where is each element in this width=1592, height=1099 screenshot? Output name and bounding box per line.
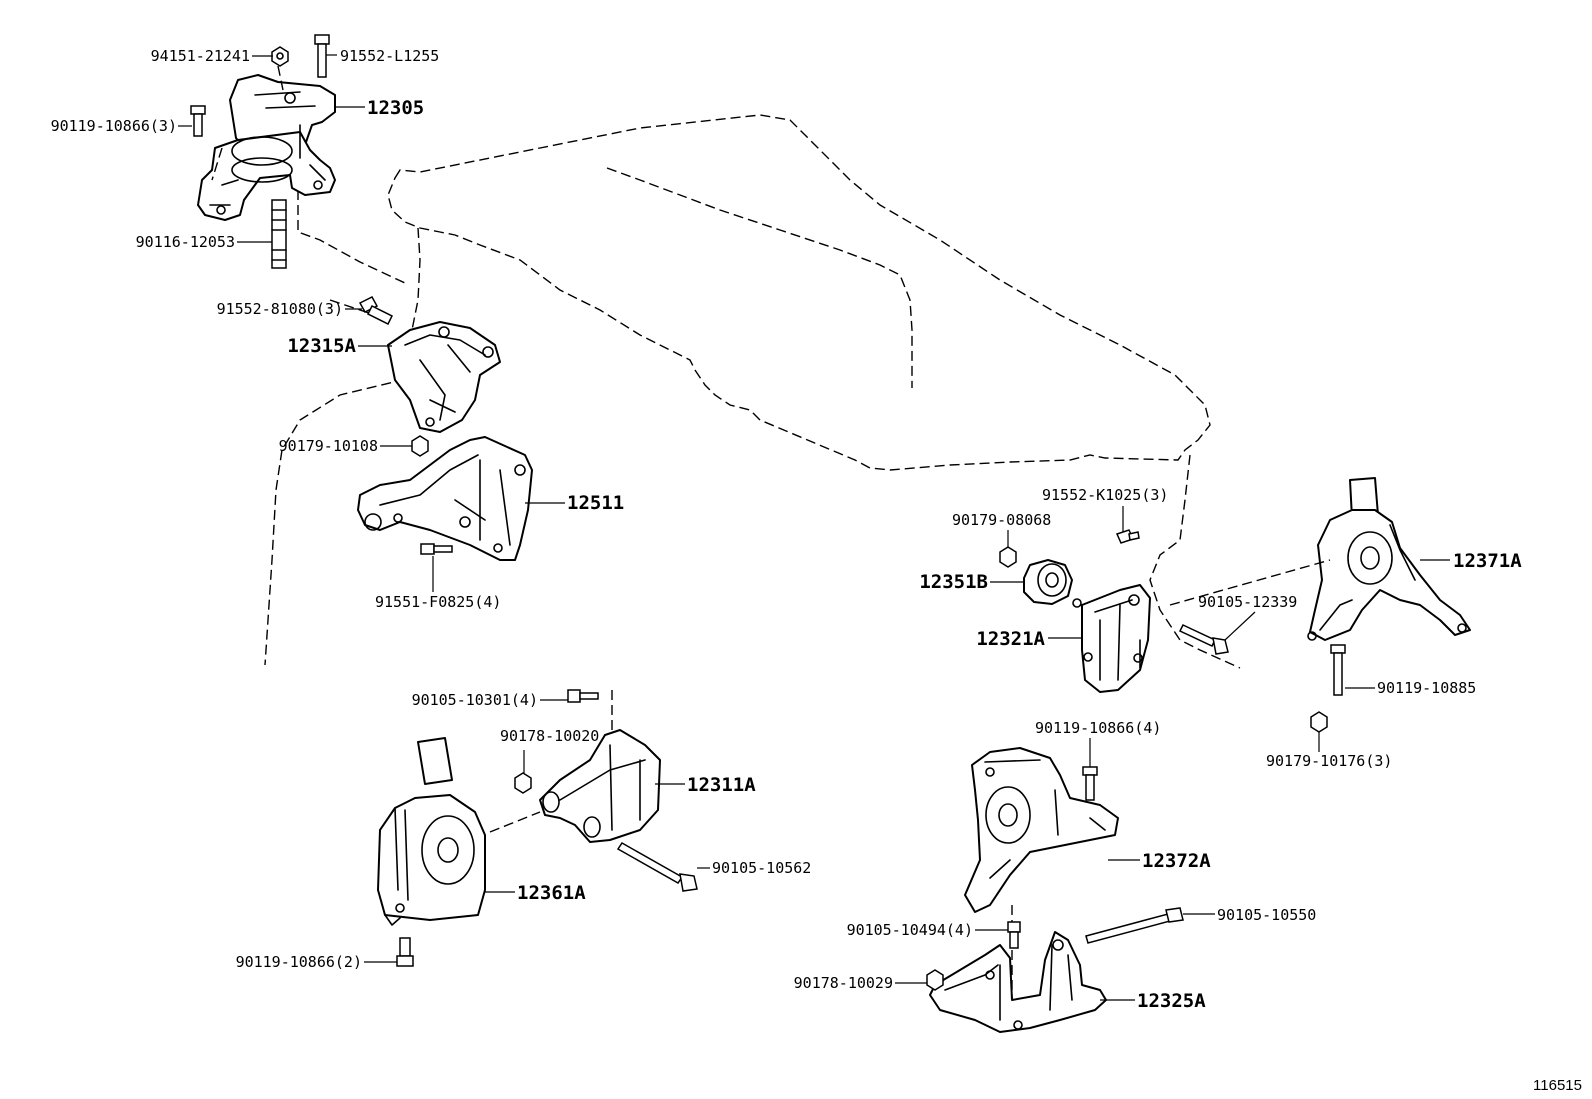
bolt-90119-10866-2: [396, 937, 414, 967]
label-90119-10866-4: 90119-10866(4): [1035, 719, 1161, 737]
bolt-91552-L1255: [314, 34, 330, 78]
label-90105-10494-4: 90105-10494(4): [847, 921, 973, 939]
label-90119-10885: 90119-10885: [1377, 679, 1476, 697]
label-90105-10301-4: 90105-10301(4): [412, 691, 538, 709]
part-12315A-bracket: [387, 321, 501, 433]
nut-94151-21241: [271, 46, 289, 67]
bolt-90105-10550: [1085, 907, 1184, 944]
label-91552-L1255: 91552-L1255: [340, 47, 439, 65]
bolt-91552-K1025-3: [1115, 529, 1140, 544]
labels: 94151-21241 91552-L1255 90119-10866(3) 1…: [51, 47, 1582, 1094]
label-12311A: 12311A: [687, 774, 756, 796]
part-12305-upper-mount: [197, 65, 336, 221]
bolt-90119-10866-3: [190, 105, 206, 137]
label-90119-10866-2: 90119-10866(2): [236, 953, 362, 971]
label-90178-10029: 90178-10029: [794, 974, 893, 992]
nut-90179-10108: [411, 435, 429, 457]
label-12321A: 12321A: [976, 628, 1045, 650]
label-12372A: 12372A: [1142, 850, 1211, 872]
part-12361A-mount: [377, 737, 541, 926]
stud-90116-12053: [271, 199, 287, 269]
label-90105-10562: 90105-10562: [712, 859, 811, 877]
bolt-90105-10562: [616, 842, 698, 892]
label-12315A: 12315A: [287, 335, 356, 357]
label-90105-12339: 90105-12339: [1198, 593, 1297, 611]
label-12305: 12305: [367, 97, 424, 119]
bolt-90105-10494-4: [1007, 921, 1021, 949]
label-90116-12053: 90116-12053: [136, 233, 235, 251]
nut-90178-10029: [926, 969, 944, 991]
bolt-90105-12339: [1178, 624, 1229, 655]
label-12511: 12511: [567, 492, 624, 514]
label-12371A: 12371A: [1453, 550, 1522, 572]
bolt-91552-81080-3: [358, 296, 394, 326]
label-12325A: 12325A: [1137, 990, 1206, 1012]
label-90179-10176-3: 90179-10176(3): [1266, 752, 1392, 770]
label-90179-10108: 90179-10108: [279, 437, 378, 455]
bolt-90119-10866-4: [1082, 766, 1098, 801]
label-91551-F0825-4: 91551-F0825(4): [375, 593, 501, 611]
bolt-90105-10301-4: [567, 689, 599, 703]
part-12351B-damper: [1023, 559, 1073, 605]
label-90119-10866-3: 90119-10866(3): [51, 117, 177, 135]
nut-90178-10020: [514, 772, 532, 794]
bolt-90119-10885: [1330, 644, 1346, 696]
label-91552-81080-3: 91552-81080(3): [217, 300, 343, 318]
label-94151-21241: 94151-21241: [151, 47, 250, 65]
part-12371A-mount: [1169, 477, 1471, 641]
bolt-91551-F0825-4: [420, 543, 453, 555]
nut-90179-10176-3: [1310, 711, 1328, 733]
label-90178-10020: 90178-10020: [500, 727, 599, 745]
part-12311A-bracket: [539, 690, 661, 843]
leader-lines: [178, 54, 1450, 1001]
part-12325A-bracket: [929, 931, 1107, 1033]
label-12351B: 12351B: [919, 571, 988, 593]
nut-90179-08068: [999, 546, 1017, 568]
reference-number: 116515: [1533, 1077, 1582, 1094]
label-90179-08068: 90179-08068: [952, 511, 1051, 529]
label-12361A: 12361A: [517, 882, 586, 904]
part-12321A-bracket: [1072, 584, 1151, 693]
label-91552-K1025-3: 91552-K1025(3): [1042, 486, 1168, 504]
part-12511-bracket: [357, 436, 533, 561]
label-90105-10550: 90105-10550: [1217, 906, 1316, 924]
